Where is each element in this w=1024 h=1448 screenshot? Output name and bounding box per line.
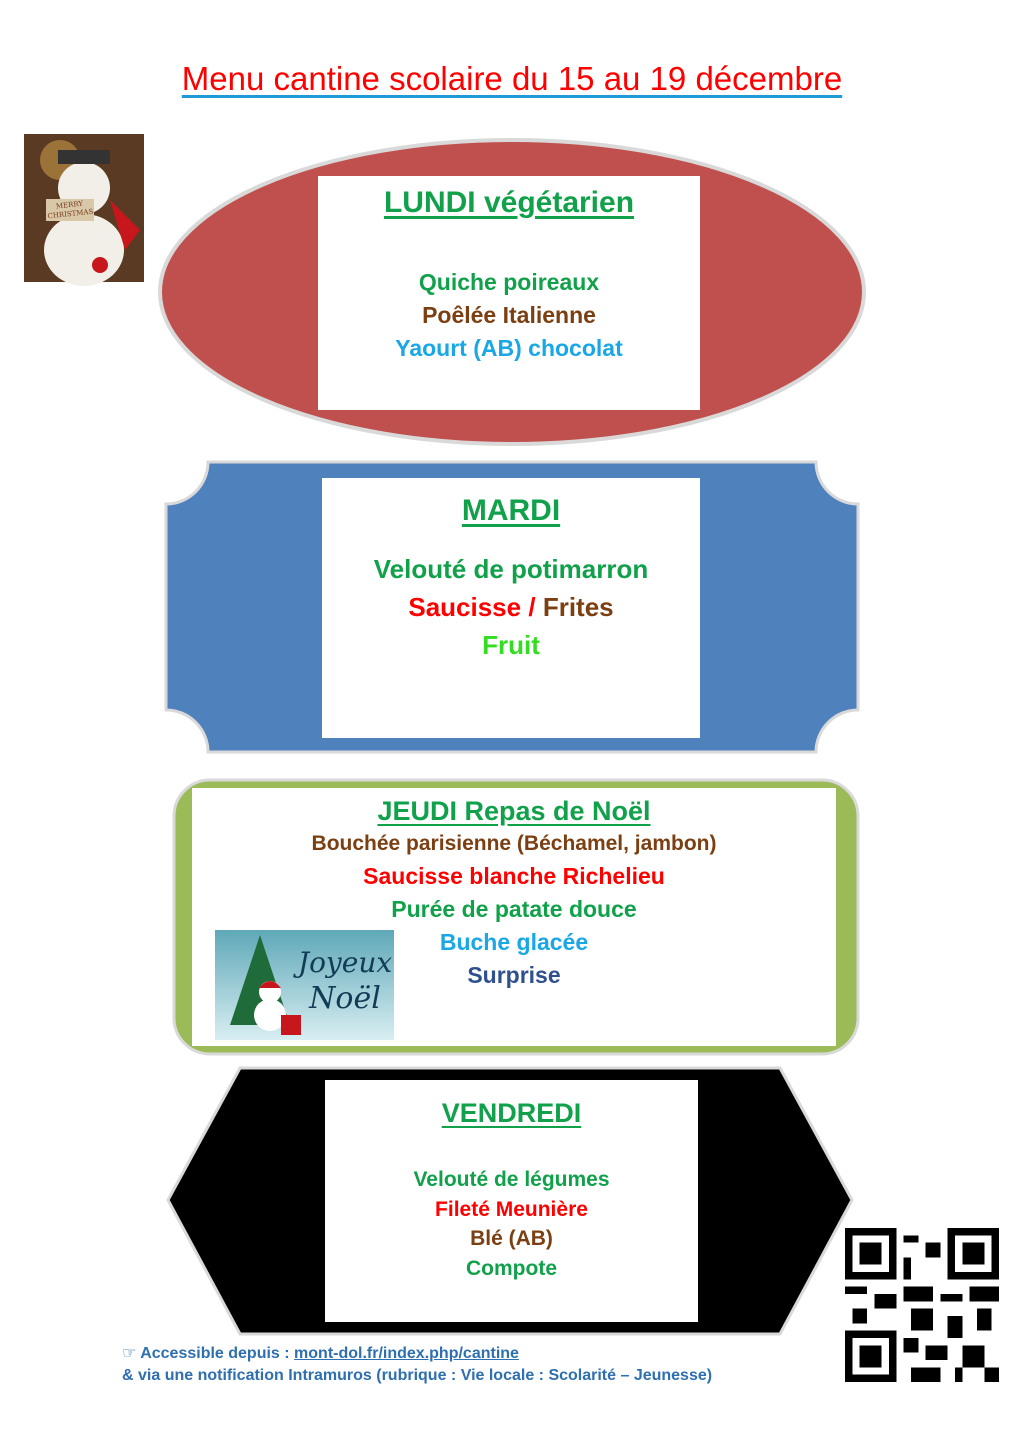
qr-code[interactable]	[845, 1228, 999, 1382]
jeudi-menu: JEUDI Repas de Noël Bouchée parisienne (…	[192, 788, 836, 1046]
page-title: Menu cantine scolaire du 15 au 19 décemb…	[181, 60, 843, 97]
joyeux-noel-image: Joyeux Noël	[215, 930, 394, 1040]
snowman-image	[24, 134, 144, 286]
mardi-menu: MARDI Velouté de potimarron Saucisse / F…	[322, 478, 700, 738]
cantine-link[interactable]: mont-dol.fr/index.php/cantine	[294, 1345, 519, 1362]
lundi-menu: LUNDI végétarien Quiche poireaux Poêlée …	[318, 176, 700, 410]
vendredi-menu: VENDREDI Velouté de légumes Fileté Meuni…	[325, 1080, 698, 1322]
svg-text:Joyeux: Joyeux	[293, 946, 393, 979]
footer-line-1: ☞ Accessible depuis : mont-dol.fr/index.…	[122, 1345, 519, 1362]
pointing-hand-icon: ☞	[122, 1345, 137, 1362]
svg-text:Noël: Noël	[308, 981, 381, 1016]
footer-line-2: & via une notification Intramuros (rubri…	[122, 1367, 713, 1384]
